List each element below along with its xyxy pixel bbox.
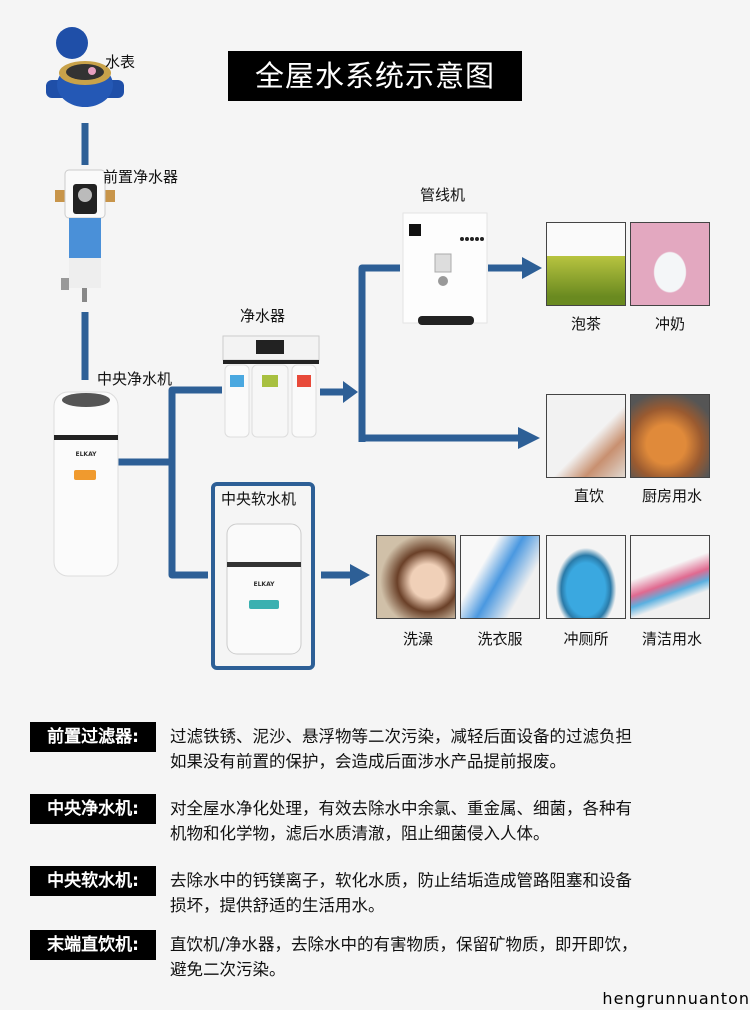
water-meter-icon xyxy=(46,27,124,107)
softener-frame xyxy=(211,482,315,670)
pre-filter-icon xyxy=(55,169,115,302)
use-milk: 冲奶 xyxy=(654,315,685,333)
desc-central-purifier: 对全屋水净化处理，有效去除水中余氯、重金属、细菌，各种有 机物和化学物，滤后水质… xyxy=(170,796,730,846)
desc-line: 过滤铁锈、泥沙、悬浮物等二次污染，减轻后面设备的过滤负担 xyxy=(170,727,632,746)
brand-logo: ELKAY xyxy=(76,451,98,458)
photo-drink xyxy=(546,394,626,478)
photo-tea xyxy=(546,222,626,306)
desc-tag-central-purifier: 中央净水机: xyxy=(30,794,156,824)
pipeline-machine-icon xyxy=(402,212,488,325)
water-meter-label: 水表 xyxy=(105,53,136,71)
pipe-network xyxy=(81,123,542,586)
desc-line: 去除水中的钙镁离子，软化水质，防止结垢造成管路阻塞和设备 xyxy=(170,871,632,890)
use-toilet: 冲厕所 xyxy=(563,630,609,648)
desc-tag-central-softener: 中央软水机: xyxy=(30,866,156,896)
purifier-icon xyxy=(222,335,320,438)
desc-line: 如果没有前置的保护，会造成后面涉水产品提前报废。 xyxy=(170,752,566,771)
pipe-purifier-up-down xyxy=(358,264,400,442)
diagram-title: 全屋水系统示意图 xyxy=(228,51,522,101)
photo-milk xyxy=(630,222,710,306)
desc-tag-pre-filter: 前置过滤器: xyxy=(30,722,156,752)
pipe-branch xyxy=(168,386,222,579)
central-softener-icon: ELKAY xyxy=(226,523,302,655)
desc-end-drinker: 直饮机/净水器，去除水中的有害物质，保留矿物质，即开即饮， 避免二次污染。 xyxy=(170,932,730,982)
pre-filter-label: 前置净水器 xyxy=(103,168,179,186)
central-purifier-icon: ELKAY xyxy=(53,391,119,577)
photo-laundry xyxy=(460,535,540,619)
use-bath: 洗澡 xyxy=(402,630,433,648)
photo-bath xyxy=(376,535,456,619)
photo-toilet xyxy=(546,535,626,619)
use-cleaning: 清洁用水 xyxy=(641,630,702,648)
use-kitchen: 厨房用水 xyxy=(641,487,702,505)
arrow-to-drink xyxy=(518,427,540,449)
desc-pre-filter: 过滤铁锈、泥沙、悬浮物等二次污染，减轻后面设备的过滤负担 如果没有前置的保护，会… xyxy=(170,724,730,774)
desc-line: 直饮机/净水器，去除水中的有害物质，保留矿物质，即开即饮， xyxy=(170,935,638,954)
purifier-label: 净水器 xyxy=(240,307,286,325)
use-tea: 泡茶 xyxy=(570,315,601,333)
desc-line: 对全屋水净化处理，有效去除水中余氯、重金属、细菌，各种有 xyxy=(170,799,632,818)
arrow-to-tea xyxy=(522,257,542,279)
photo-cleaning xyxy=(630,535,710,619)
arrow-to-pipeline-from-purifier xyxy=(343,381,358,403)
use-drink: 直饮 xyxy=(573,487,604,505)
desc-line: 损坏，提供舒适的生活用水。 xyxy=(170,896,385,915)
arrow-to-bath xyxy=(350,564,370,586)
brand-logo-softener: ELKAY xyxy=(254,581,276,588)
photo-kitchen xyxy=(630,394,710,478)
central-softener-label: 中央软水机 xyxy=(221,490,297,508)
desc-line: 机物和化学物，滤后水质清澈，阻止细菌侵入人体。 xyxy=(170,824,550,843)
desc-central-softener: 去除水中的钙镁离子，软化水质，防止结垢造成管路阻塞和设备 损坏，提供舒适的生活用… xyxy=(170,868,730,918)
watermark-text: hengrunnuanton xyxy=(602,989,750,1008)
desc-line: 避免二次污染。 xyxy=(170,960,286,979)
pipeline-machine-label: 管线机 xyxy=(420,186,466,204)
use-laundry: 洗衣服 xyxy=(477,630,523,648)
desc-tag-end-drinker: 末端直饮机: xyxy=(30,930,156,960)
central-purifier-label: 中央净水机 xyxy=(97,370,173,388)
